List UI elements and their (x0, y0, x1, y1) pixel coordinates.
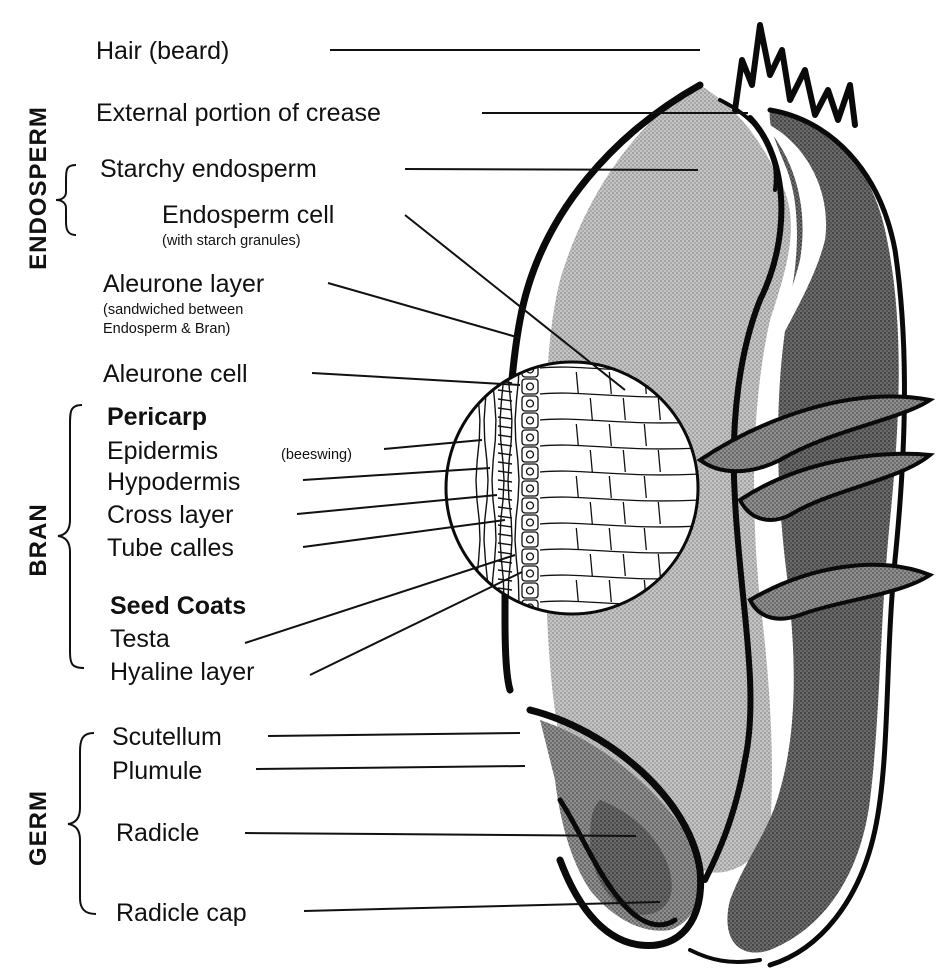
label-aleurone-layer: Aleurone layer (103, 270, 264, 298)
label-tube-cells: Tube calles (107, 534, 234, 562)
label-pericarp: Pericarp (107, 403, 207, 431)
endosperm-brace (56, 165, 76, 235)
label-hyaline: Hyaline layer (110, 658, 255, 686)
aleurone-nucleus (527, 519, 534, 526)
section-bran: BRAN (25, 503, 52, 576)
label-cross-layer: Cross layer (107, 501, 233, 529)
label-plumule: Plumule (112, 757, 202, 785)
aleurone-nucleus (527, 485, 534, 492)
label-radicle: Radicle (116, 819, 199, 847)
label-radicle-cap: Radicle cap (116, 899, 247, 927)
aleurone-nucleus (527, 417, 534, 424)
label-testa: Testa (110, 625, 170, 653)
aleurone-nucleus (527, 587, 534, 594)
aleurone-nucleus (527, 536, 534, 543)
aleurone-nucleus (527, 451, 534, 458)
label-epidermis: Epidermis (107, 437, 218, 465)
bran-brace (58, 405, 84, 668)
label-starchy-endosperm: Starchy endosperm (100, 155, 317, 183)
aleurone-nucleus (527, 434, 534, 441)
hair-beard (735, 25, 855, 125)
label-seed-coats: Seed Coats (110, 592, 246, 620)
label-hair: Hair (beard) (96, 37, 229, 65)
label-aleurone-cell: Aleurone cell (103, 360, 248, 388)
germ-brace (68, 733, 96, 914)
aleurone-nucleus (527, 400, 534, 407)
section-germ: GERM (25, 790, 52, 866)
label-crease: External portion of crease (96, 99, 381, 127)
aleurone-nucleus (527, 570, 534, 577)
label-endosperm-cell: Endosperm cell (162, 201, 334, 229)
aleurone-nucleus (527, 553, 534, 560)
label-endosperm-cell-note: (with starch granules) (162, 233, 301, 249)
section-endosperm: ENDOSPERM (25, 106, 52, 270)
aleurone-nucleus (527, 383, 534, 390)
label-aleurone-note-1: (sandwiched between (103, 302, 243, 318)
label-scutellum: Scutellum (112, 723, 222, 751)
label-aleurone-note-2: Endosperm & Bran) (103, 321, 230, 337)
aleurone-nucleus (527, 468, 534, 475)
label-hypodermis: Hypodermis (107, 468, 240, 496)
aleurone-nucleus (527, 502, 534, 509)
label-epidermis-note: (beeswing) (281, 447, 352, 463)
